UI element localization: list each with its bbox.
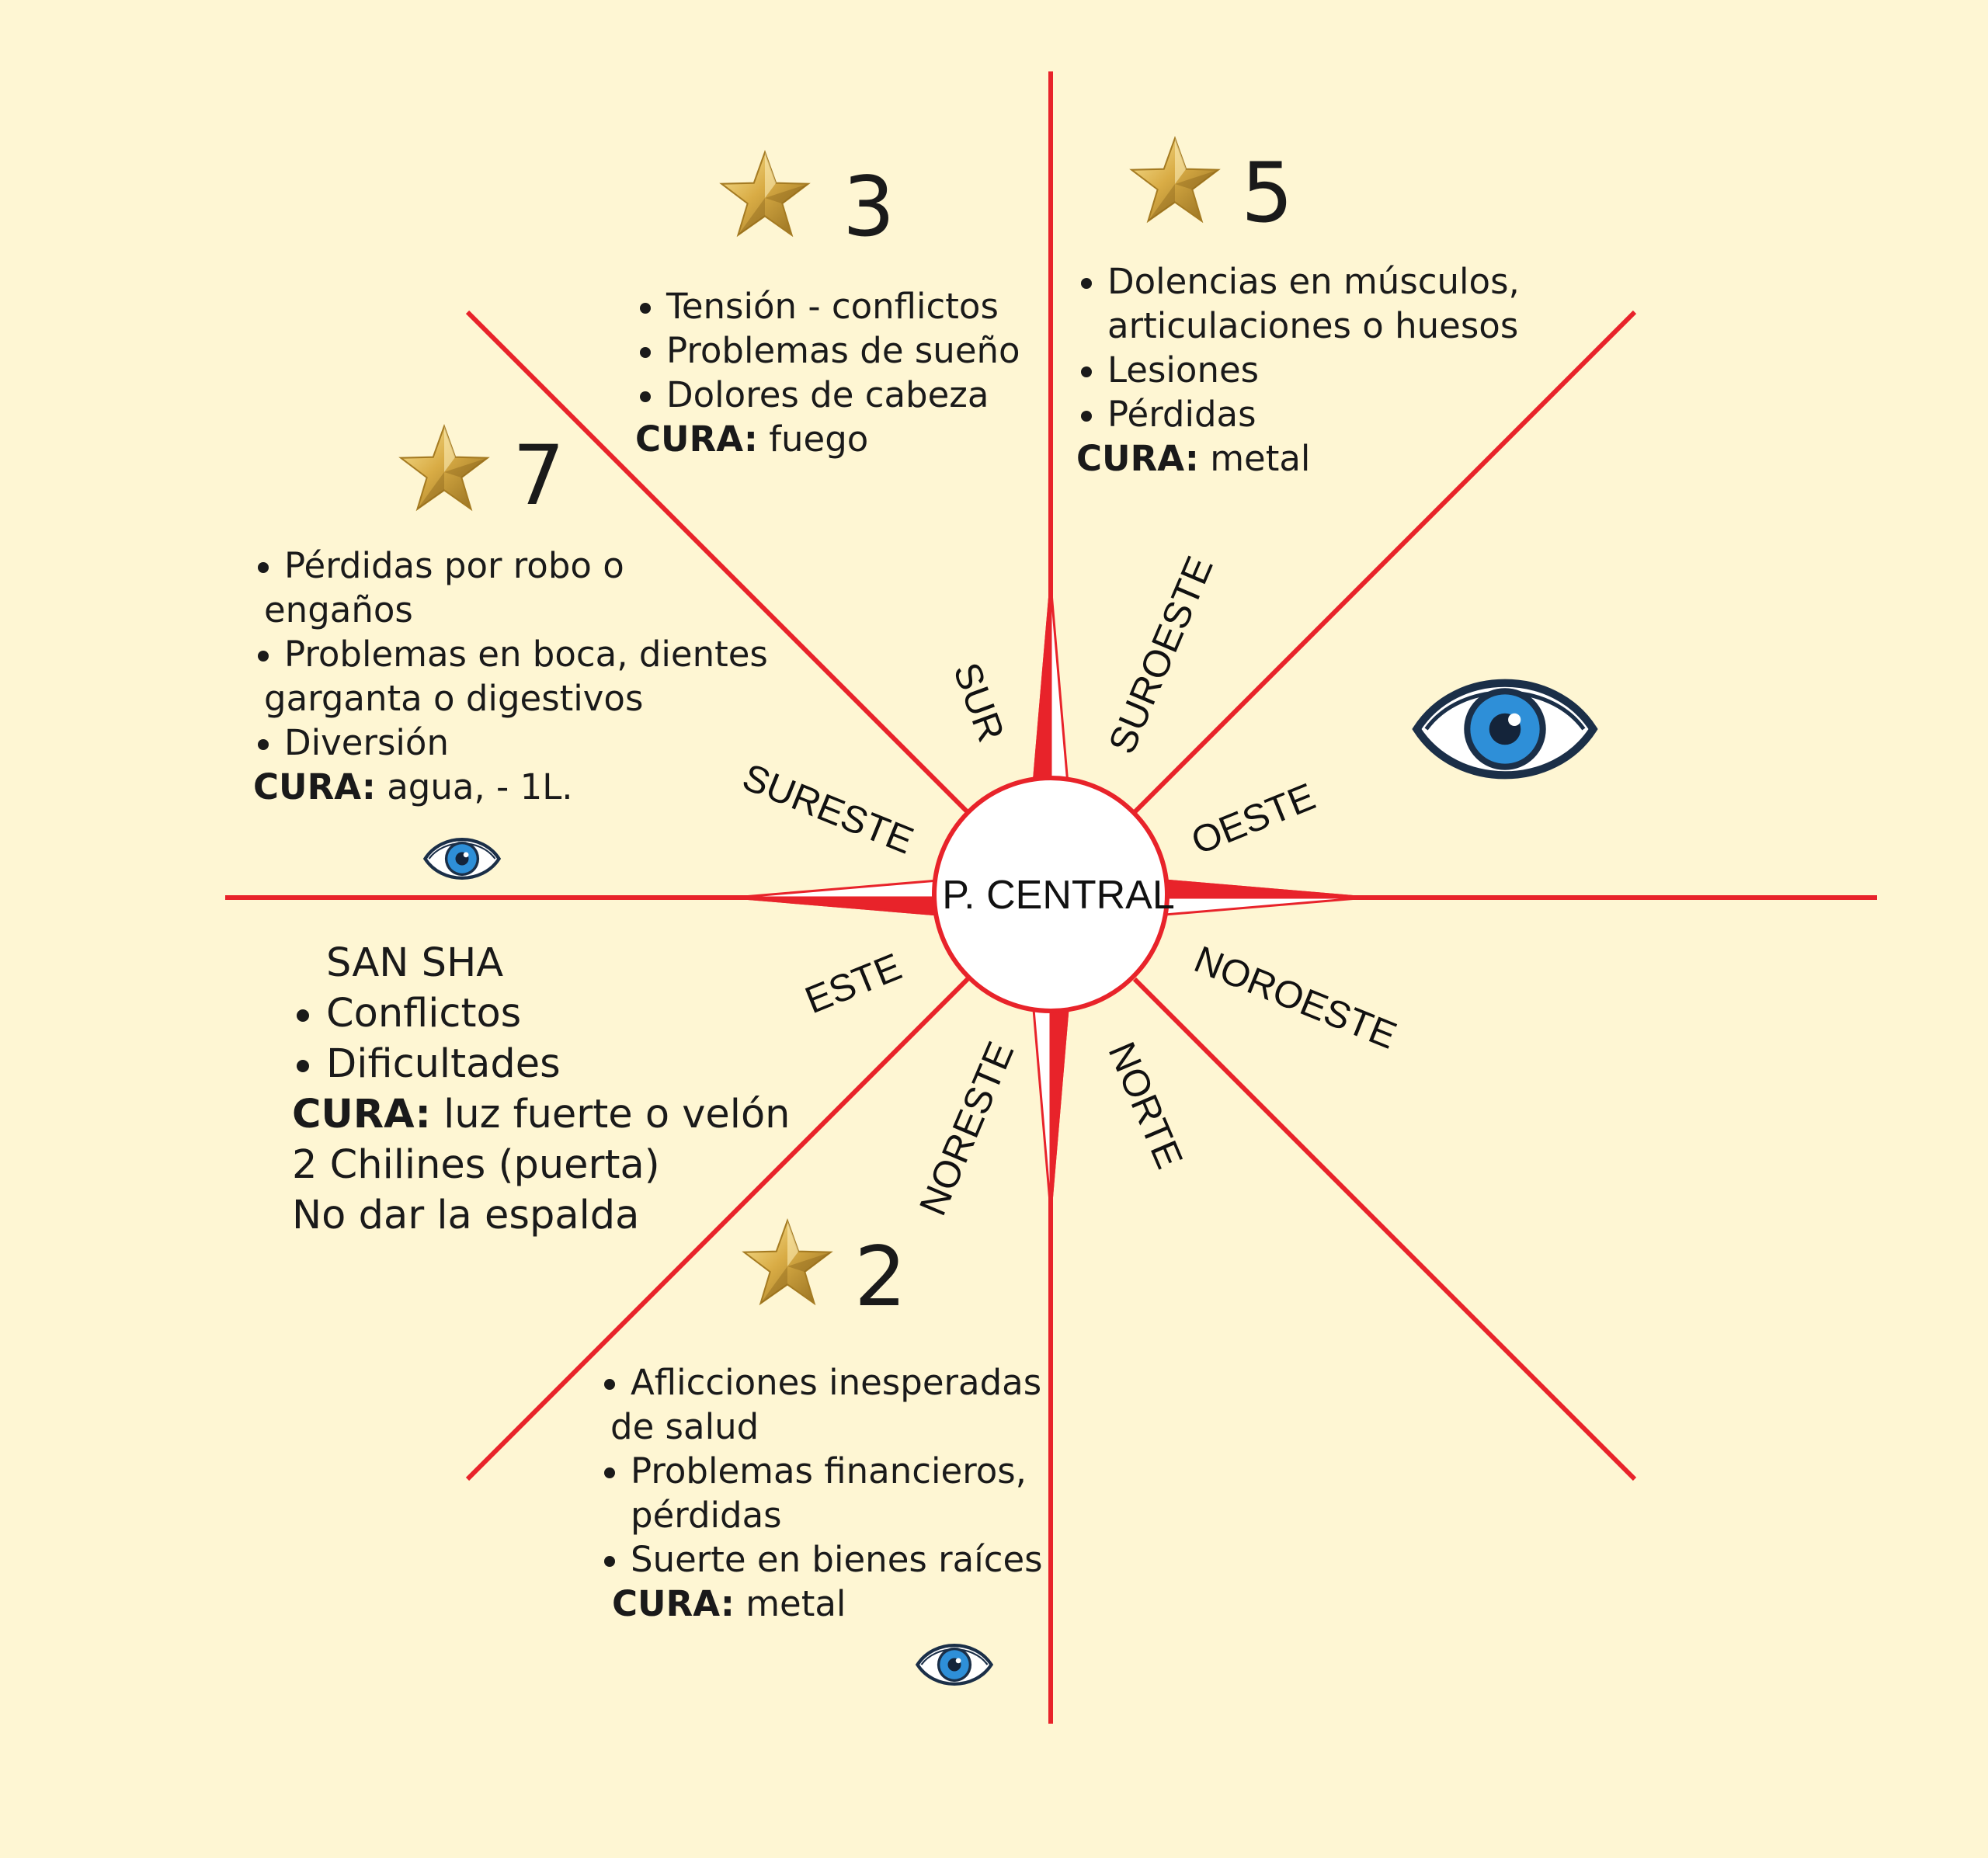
star-number-5: 5 [1241,145,1294,241]
line-diagonal-ne [1131,310,1637,815]
star7-item-cont: garganta o digestivos [264,678,644,719]
direction-noroeste: NOROESTE [1188,939,1402,1057]
eye-icon [425,839,499,878]
star2-cura: CURA: metal [612,1583,846,1624]
star-icon [721,151,809,236]
center-circle [932,776,1170,1013]
star7-item: Pérdidas por robo o [253,544,768,588]
star7-item: Diversión [253,721,768,765]
star7-item: Problemas en boca, dientes [253,632,768,676]
direction-norte: NORTE [1100,1037,1190,1175]
san-sha-cura: CURA: luz fuerte o velón [292,1092,791,1137]
star3-item: Dolores de cabeza [635,373,1020,417]
star-number-3: 3 [843,159,895,255]
star3-cura: CURA: fuego [635,418,869,460]
star2-item: Problemas financieros, [600,1449,1043,1493]
star2-details: Aflicciones inesperadas de salud Problem… [600,1360,1043,1626]
star-number-2: 2 [854,1229,907,1325]
star7-cura: CURA: agua, - 1L. [253,766,573,807]
line-diagonal-sw [465,977,970,1481]
star3-item: Problemas de sueño [635,328,1020,373]
eye-icon [1416,683,1593,776]
star2-item: Suerte en bienes raíces [600,1537,1043,1582]
san-sha-item: Dificultades [292,1039,791,1089]
san-sha-line: 2 Chilines (puerta) [292,1142,660,1188]
star5-item: Pérdidas [1076,392,1520,436]
direction-sur: SUR [945,658,1012,748]
star5-item: Dolencias en músculos, [1076,259,1520,304]
star3-item: Tensión - conflictos [635,284,1020,328]
direction-oeste: OESTE [1186,776,1321,863]
line-diagonal-se [1132,977,1637,1481]
star2-item: Aflicciones inesperadas [600,1360,1043,1405]
direction-noreste: NORESTE [912,1036,1022,1221]
san-sha-item: Conflictos [292,988,791,1039]
direction-este: ESTE [800,946,908,1022]
star5-item-cont: articulaciones o huesos [1107,305,1519,346]
star-icon [400,425,488,510]
san-sha-details: SAN SHA Conflictos Dificultades CURA: lu… [292,938,791,1241]
star5-details: Dolencias en músculos, articulaciones o … [1076,259,1520,481]
san-sha-title: SAN SHA [326,940,504,986]
star2-item-cont: de salud [610,1406,759,1447]
san-sha-line: No dar la espalda [292,1193,640,1238]
line-diagonal-nw [465,310,973,818]
star5-cura: CURA: metal [1076,438,1311,479]
star-number-7: 7 [513,428,565,523]
center-label: P. CENTRAL [942,873,1175,918]
star7-item-cont: engaños [264,589,413,630]
star5-item: Lesiones [1076,348,1520,392]
direction-suroeste: SUROESTE [1101,550,1222,759]
star3-details: Tensión - conflictos Problemas de sueño … [635,284,1020,461]
star-icon [1131,137,1219,222]
star7-details: Pérdidas por robo o engaños Problemas en… [253,544,768,809]
star2-item-cont: pérdidas [631,1495,782,1536]
eye-icon [917,1645,991,1684]
